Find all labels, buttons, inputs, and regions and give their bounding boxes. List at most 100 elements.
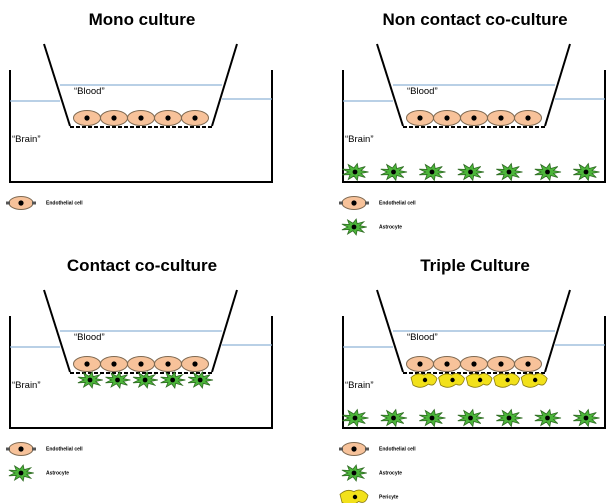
astrocyte-cell bbox=[457, 162, 485, 182]
blood-label: “Blood” bbox=[407, 86, 438, 97]
endothelial-nucleus bbox=[138, 361, 144, 367]
astrocyte-nucleus bbox=[429, 169, 435, 175]
panel-title: Non contact co-culture bbox=[382, 10, 567, 29]
well-outline bbox=[342, 70, 606, 183]
endothelial-cell bbox=[406, 110, 434, 126]
endothelial-nucleus bbox=[138, 115, 144, 121]
endothelial-nucleus bbox=[471, 361, 477, 367]
pericyte-nucleus bbox=[450, 377, 455, 383]
endothelial-cell bbox=[339, 196, 369, 210]
endothelial-nucleus bbox=[84, 115, 90, 121]
panel-title: Mono culture bbox=[89, 10, 196, 29]
astrocyte-nucleus bbox=[351, 224, 357, 230]
insert-wall-left bbox=[43, 43, 71, 127]
pericyte-nucleus bbox=[422, 377, 428, 383]
brain-label: “Brain” bbox=[12, 380, 41, 391]
endothelial-nucleus bbox=[417, 115, 423, 121]
astrocyte-cell bbox=[573, 408, 600, 428]
pericyte-nucleus bbox=[352, 494, 358, 500]
pericyte-cell bbox=[520, 373, 548, 388]
endothelial-cell bbox=[6, 196, 36, 210]
astrocyte-nucleus bbox=[18, 470, 24, 476]
astrocyte-cell bbox=[419, 162, 446, 182]
astrocyte-cell bbox=[132, 371, 158, 389]
well-outline bbox=[342, 316, 606, 429]
endothelial-junction-right bbox=[365, 201, 369, 205]
endothelial-junction-right bbox=[32, 201, 36, 205]
endothelial-nucleus bbox=[111, 115, 117, 121]
endothelial-nucleus bbox=[525, 361, 531, 367]
pericyte-cell bbox=[410, 373, 438, 388]
endothelial-junction-right bbox=[365, 447, 369, 451]
panel-title: Contact co-culture bbox=[67, 256, 217, 275]
astrocyte-cell bbox=[341, 464, 367, 482]
endothelial-cell bbox=[487, 356, 515, 372]
brain-label: “Brain” bbox=[345, 134, 374, 145]
astrocyte-cell bbox=[342, 408, 369, 428]
astrocyte-cell bbox=[534, 408, 562, 428]
legend-label: Pericyte bbox=[379, 495, 399, 501]
astrocyte-cell bbox=[8, 464, 34, 482]
legend-label: Astrocyte bbox=[379, 225, 402, 231]
endothelial-cell bbox=[460, 110, 488, 126]
endothelial-cell bbox=[487, 110, 515, 126]
endothelial-junction-left bbox=[339, 201, 343, 205]
astrocyte-nucleus bbox=[351, 470, 357, 476]
astrocyte-cell bbox=[380, 408, 408, 428]
insert-wall-left bbox=[376, 289, 404, 373]
legend-label: Endothelial cell bbox=[46, 447, 83, 453]
endothelial-cell bbox=[433, 110, 461, 126]
endothelial-junction-right bbox=[32, 447, 36, 451]
astrocyte-nucleus bbox=[583, 415, 589, 421]
endothelial-nucleus bbox=[192, 361, 198, 367]
insert-wall-right bbox=[544, 289, 571, 373]
astrocyte-nucleus bbox=[391, 169, 396, 175]
pericyte-cell bbox=[339, 489, 369, 503]
astrocyte-nucleus bbox=[352, 169, 358, 175]
astrocyte-nucleus bbox=[87, 377, 93, 383]
culture-panel: Triple Culture“Blood”“Brain”Endothelial … bbox=[339, 256, 606, 503]
blood-label: “Blood” bbox=[74, 332, 105, 343]
endothelial-cell bbox=[73, 110, 101, 126]
well-outline bbox=[9, 316, 273, 429]
astrocyte-cell bbox=[573, 162, 600, 182]
astrocyte-cell bbox=[380, 162, 408, 182]
endothelial-nucleus bbox=[444, 115, 450, 121]
astrocyte-cell bbox=[341, 218, 367, 236]
endothelial-cell bbox=[514, 356, 542, 372]
legend-label: Endothelial cell bbox=[379, 447, 416, 453]
insert-wall-left bbox=[43, 289, 71, 373]
astrocyte-cell bbox=[496, 162, 523, 182]
astrocyte-nucleus bbox=[197, 377, 203, 383]
culture-panel: Mono culture“Blood”“Brain”Endothelial ce… bbox=[6, 10, 273, 210]
astrocyte-nucleus bbox=[545, 415, 550, 421]
culture-panel: Contact co-culture “Blood” “Brain” Endothel… bbox=[6, 256, 273, 482]
endothelial-cell bbox=[127, 110, 155, 126]
endothelial-nucleus bbox=[525, 115, 531, 121]
endothelial-cell bbox=[339, 442, 369, 456]
insert-wall-right bbox=[211, 289, 238, 373]
astrocyte-nucleus bbox=[170, 377, 176, 383]
brain-label: “Brain” bbox=[345, 380, 374, 391]
astrocyte-cell bbox=[419, 408, 446, 428]
endothelial-cell bbox=[73, 356, 101, 372]
panel-title: Triple Culture bbox=[420, 256, 530, 275]
astrocyte-nucleus bbox=[468, 415, 473, 421]
legend-label: Astrocyte bbox=[46, 471, 69, 477]
legend-label: Astrocyte bbox=[379, 471, 402, 477]
endothelial-nucleus bbox=[165, 115, 171, 121]
astrocyte-nucleus bbox=[115, 377, 120, 383]
astrocyte-cell bbox=[187, 371, 214, 389]
endothelial-nucleus bbox=[351, 200, 357, 206]
endothelial-junction-left bbox=[6, 447, 10, 451]
brain-label: “Brain” bbox=[12, 134, 41, 145]
astrocyte-cell bbox=[105, 371, 131, 389]
astrocyte-cell bbox=[496, 408, 523, 428]
astrocyte-cell bbox=[342, 162, 369, 182]
legend-label: Endothelial cell bbox=[46, 201, 83, 207]
astrocyte-nucleus bbox=[352, 415, 358, 421]
insert-wall-right bbox=[544, 43, 571, 127]
endothelial-nucleus bbox=[165, 361, 171, 367]
endothelial-nucleus bbox=[18, 446, 24, 452]
